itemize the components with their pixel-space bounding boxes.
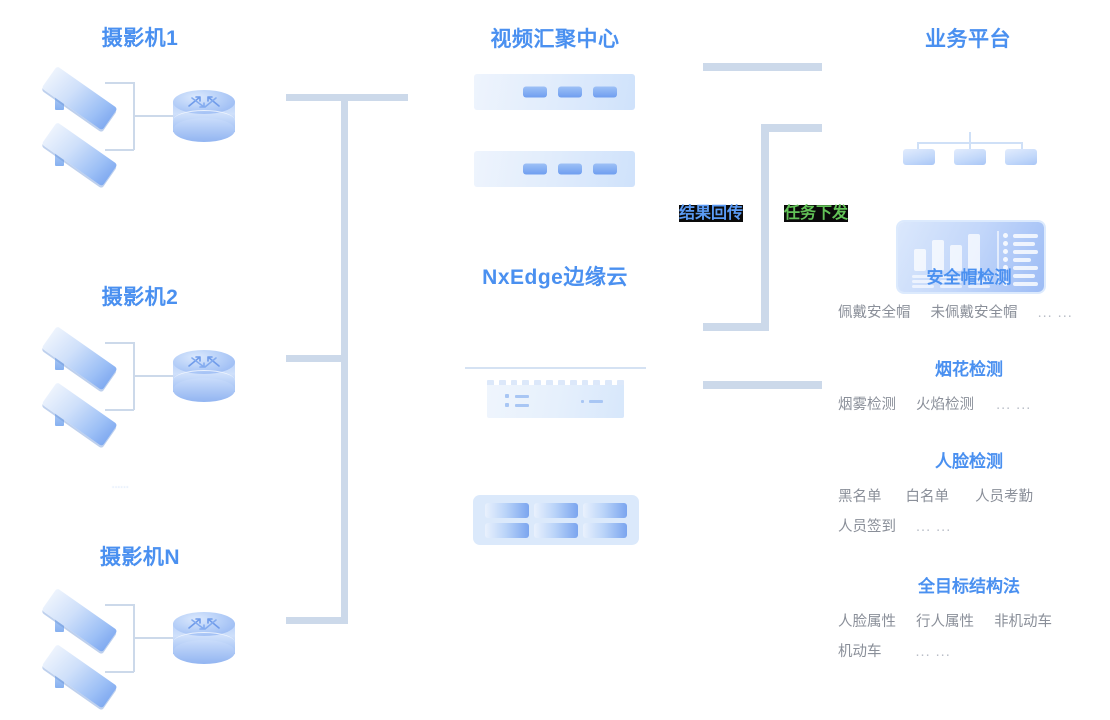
router-icon [173,90,235,142]
bus-branch-bottom [286,617,348,624]
camera-group-2 [41,322,285,452]
platform-wire [969,142,971,150]
connector-hub-to-platform [703,63,822,71]
router-arrows-icon [188,356,220,368]
dashboard-monitor [898,222,1044,292]
flow-label-result-upstream: 结果回传 [679,199,744,223]
service-item: 烟雾检测 [838,397,896,413]
service-item: 人员考勤 [975,489,1034,505]
service-block-fire: 烟花检测 烟雾检测 火焰检测 ... ... [838,355,1100,414]
dashboard-bar [932,240,944,271]
service-title: 全目标结构法 [918,577,1020,596]
rack-led-strip [523,86,617,98]
server-rack-unit [474,151,635,187]
connector-services-branch [703,381,822,389]
service-row: 机动车 ... ... [838,640,1100,661]
bus-branch-middle [286,355,348,362]
service-item-more: ... ... [1037,305,1073,321]
service-item: 行人属性 [916,614,975,630]
router-arrows-icon [188,96,220,108]
edge-device-body [487,385,624,418]
blade-module [583,523,627,538]
camera-group-1 [41,62,285,192]
blade-module [583,503,627,518]
service-item: 机动车 [838,644,882,660]
blade-module [485,503,529,518]
edge-cloud-title: NxEdge边缘云 [482,266,628,289]
blade-module [534,523,578,538]
service-item: 未佩戴安全帽 [930,305,1018,321]
camera-icon [41,322,155,391]
service-item: 人脸属性 [838,614,896,630]
connector-bracket-vertical [761,124,769,331]
service-row: 人脸属性 行人属性 非机动车 [838,610,1100,631]
camera-group-title-2: 摄影机2 [101,286,179,309]
flow-label-result-text: 结果回传 [679,205,744,222]
service-row: 烟雾检测 火焰检测 ... ... [838,393,1100,414]
service-title: 人脸检测 [935,452,1003,471]
connector-bracket-top [761,124,822,132]
blade-server-array [473,495,639,545]
server-rack-unit [474,74,635,110]
service-row: 佩戴安全帽 未佩戴安全帽 ... ... [838,301,1100,322]
platform-wire [917,142,919,150]
platform-node [954,149,986,165]
router-icon [173,612,235,664]
camera-group-n [41,584,285,714]
service-block-helmet: 安全帽检测 佩戴安全帽 未佩戴安全帽 ... ... [838,263,1100,322]
platform-wire [1021,142,1023,150]
service-item-more: ... ... [916,519,952,535]
service-row: 黑名单 白名单 人员考勤 [838,485,1100,506]
router-arrows-icon [188,618,220,630]
dashboard-bar [968,234,980,271]
service-block-structuring: 全目标结构法 人脸属性 行人属性 非机动车 机动车 ... ... [838,572,1100,661]
connector-bracket-bottom [703,323,769,331]
camera-icon [41,62,155,131]
blade-module [485,523,529,538]
service-item: 佩戴安全帽 [838,305,911,321]
service-item: 非机动车 [994,614,1053,630]
router-icon [173,350,235,402]
service-item: 白名单 [905,489,950,505]
camera-group-title-1: 摄影机1 [101,27,179,50]
blade-module [534,503,578,518]
service-row: 人员签到 ... ... [838,515,1100,536]
service-title: 安全帽检测 [926,268,1012,287]
camera-group-title-3: 摄影机N [99,546,181,569]
edge-gateway-device [487,380,624,418]
rack-led [523,86,547,98]
camera-icon [41,118,155,187]
rack-led-strip [523,163,617,175]
service-item: 黑名单 [838,489,882,505]
camera-icon [41,378,155,447]
flow-label-task-text: 任务下发 [784,205,849,222]
camera-ellipsis-note: ······ [112,484,129,491]
platform-node [1005,149,1037,165]
camera-icon [41,584,155,653]
platform-title: 业务平台 [925,28,1011,51]
rack-led [593,86,617,98]
dashboard-bar [914,249,926,271]
flow-label-task-downstream: 任务下发 [784,199,849,223]
platform-node [903,149,935,165]
service-title: 烟花检测 [935,360,1003,379]
service-item: 火焰检测 [916,397,975,413]
platform-wire [969,132,971,143]
edge-cloud-divider [465,367,646,369]
camera-icon [41,640,155,709]
rack-led [593,163,617,175]
service-block-face: 人脸检测 黑名单 白名单 人员考勤 人员签到 ... ... [838,447,1100,536]
dashboard-bar [950,245,962,271]
edge-vent-fins [487,380,624,386]
video-hub-title: 视频汇聚中心 [490,28,620,51]
rack-led [523,163,547,175]
service-item: 人员签到 [838,519,896,535]
rack-led [558,86,582,98]
service-item-more: ... ... [996,397,1032,413]
service-item-more: ... ... [915,644,951,660]
bus-vertical-trunk [341,94,348,624]
rack-led [558,163,582,175]
